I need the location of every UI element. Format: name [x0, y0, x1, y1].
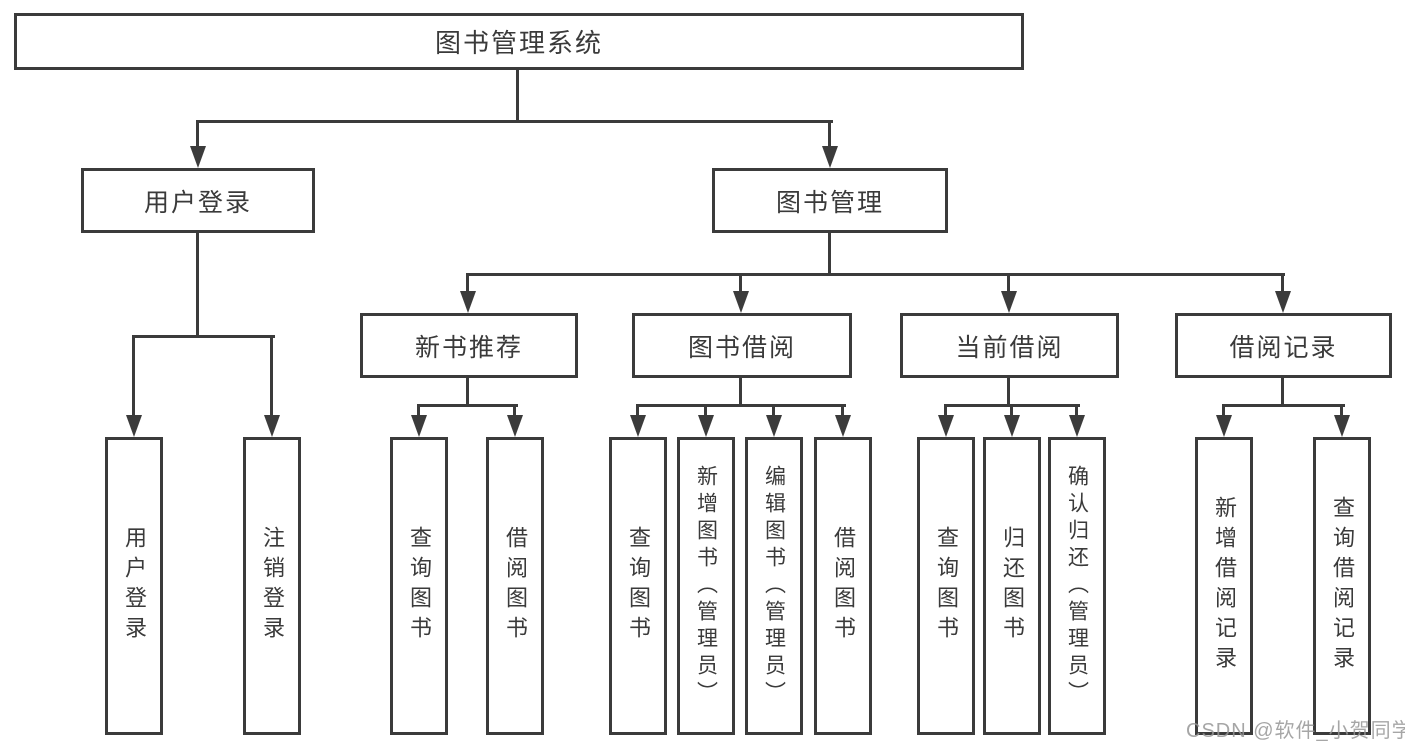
connector-line — [466, 273, 1285, 276]
connector-line — [841, 404, 844, 417]
connector-line — [828, 120, 831, 148]
leaf-query-borrow-record: 查询借阅记录 — [1313, 437, 1371, 735]
connector-line — [132, 335, 275, 338]
leaf-add-book-admin: 新增图书（管理员） — [677, 437, 735, 735]
connector-line — [772, 404, 775, 417]
arrowhead-down — [938, 415, 954, 437]
connector-line — [132, 335, 135, 417]
connector-line — [516, 68, 519, 122]
connector-line — [417, 404, 518, 407]
node-label: 借阅图书 — [503, 526, 528, 646]
leaf-borrow-books-borrowing: 借阅图书 — [814, 437, 872, 735]
leaf-query-books-recommend: 查询图书 — [390, 437, 448, 735]
node-label: 借阅图书 — [831, 526, 856, 646]
connector-line — [1075, 404, 1078, 417]
connector-line — [1007, 273, 1010, 293]
leaf-return-book: 归还图书 — [983, 437, 1041, 735]
connector-line — [944, 404, 947, 417]
leaf-add-borrow-record: 新增借阅记录 — [1195, 437, 1253, 735]
connector-line — [636, 404, 846, 407]
node-label: 当前借阅 — [955, 333, 1064, 362]
node-label: 查询图书 — [626, 526, 651, 646]
arrowhead-down — [460, 291, 476, 313]
node-book-borrowing: 图书借阅 — [632, 313, 852, 378]
node-label: 借阅记录 — [1229, 333, 1338, 362]
connector-line — [1007, 375, 1010, 407]
node-label: 查询图书 — [934, 526, 959, 646]
connector-line — [513, 404, 516, 417]
arrowhead-down — [1275, 291, 1291, 313]
arrowhead-down — [1216, 415, 1232, 437]
arrowhead-down — [1334, 415, 1350, 437]
connector-line — [636, 404, 639, 417]
node-label: 查询图书 — [407, 526, 432, 646]
connector-line — [1340, 404, 1343, 417]
connector-line — [1281, 375, 1284, 407]
connector-line — [466, 273, 469, 293]
connector-line — [196, 120, 833, 123]
arrowhead-down — [835, 415, 851, 437]
node-label: 用户登录 — [122, 526, 147, 646]
connector-line — [828, 230, 831, 275]
node-label: 新增借阅记录 — [1212, 496, 1237, 676]
node-label: 新书推荐 — [414, 333, 523, 362]
watermark: CSDN @软件_小贺同学 — [1186, 720, 1405, 742]
arrowhead-down — [766, 415, 782, 437]
arrowhead-down — [1004, 415, 1020, 437]
connector-line — [704, 404, 707, 417]
node-label: 归还图书 — [1000, 526, 1025, 646]
node-label: 图书借阅 — [687, 333, 796, 362]
arrowhead-down — [1069, 415, 1085, 437]
leaf-borrow-books-recommend: 借阅图书 — [486, 437, 544, 735]
node-label: 编辑图书（管理员） — [762, 464, 786, 708]
node-label: 确认归还（管理员） — [1065, 464, 1089, 708]
leaf-confirm-return-admin: 确认归还（管理员） — [1048, 437, 1106, 735]
arrowhead-down — [411, 415, 427, 437]
arrowhead-down — [507, 415, 523, 437]
connector-line — [739, 375, 742, 407]
connector-line — [1222, 404, 1225, 417]
connector-line — [1281, 273, 1284, 293]
arrowhead-down — [733, 291, 749, 313]
connector-line — [196, 230, 199, 337]
arrowhead-down — [1001, 291, 1017, 313]
node-book-management: 图书管理 — [712, 168, 948, 233]
leaf-query-books-borrowing: 查询图书 — [609, 437, 667, 735]
leaf-user-login: 用户登录 — [105, 437, 163, 735]
arrowhead-down — [698, 415, 714, 437]
connector-line — [196, 120, 199, 148]
connector-line — [739, 273, 742, 293]
leaf-logout: 注销登录 — [243, 437, 301, 735]
connector-line — [1222, 404, 1345, 407]
node-new-book-recommendation: 新书推荐 — [360, 313, 578, 378]
arrowhead-down — [264, 415, 280, 437]
node-label: 查询借阅记录 — [1330, 496, 1355, 676]
connector-line — [417, 404, 420, 417]
connector-line — [270, 335, 273, 417]
node-label: 图书管理 — [775, 188, 884, 217]
node-label: 新增图书（管理员） — [694, 464, 718, 708]
node-label: 注销登录 — [260, 526, 285, 646]
connector-line — [466, 375, 469, 407]
node-user-login: 用户登录 — [81, 168, 315, 233]
arrowhead-down — [630, 415, 646, 437]
arrowhead-down — [190, 146, 206, 168]
node-current-borrowing: 当前借阅 — [900, 313, 1119, 378]
node-label: 图书管理系统 — [434, 28, 603, 58]
node-borrowing-records: 借阅记录 — [1175, 313, 1392, 378]
node-library-management-system: 图书管理系统 — [14, 13, 1024, 70]
arrowhead-down — [126, 415, 142, 437]
leaf-edit-book-admin: 编辑图书（管理员） — [745, 437, 803, 735]
connector-line — [1010, 404, 1013, 417]
leaf-query-books-current: 查询图书 — [917, 437, 975, 735]
arrowhead-down — [822, 146, 838, 168]
node-label: 用户登录 — [143, 188, 252, 217]
